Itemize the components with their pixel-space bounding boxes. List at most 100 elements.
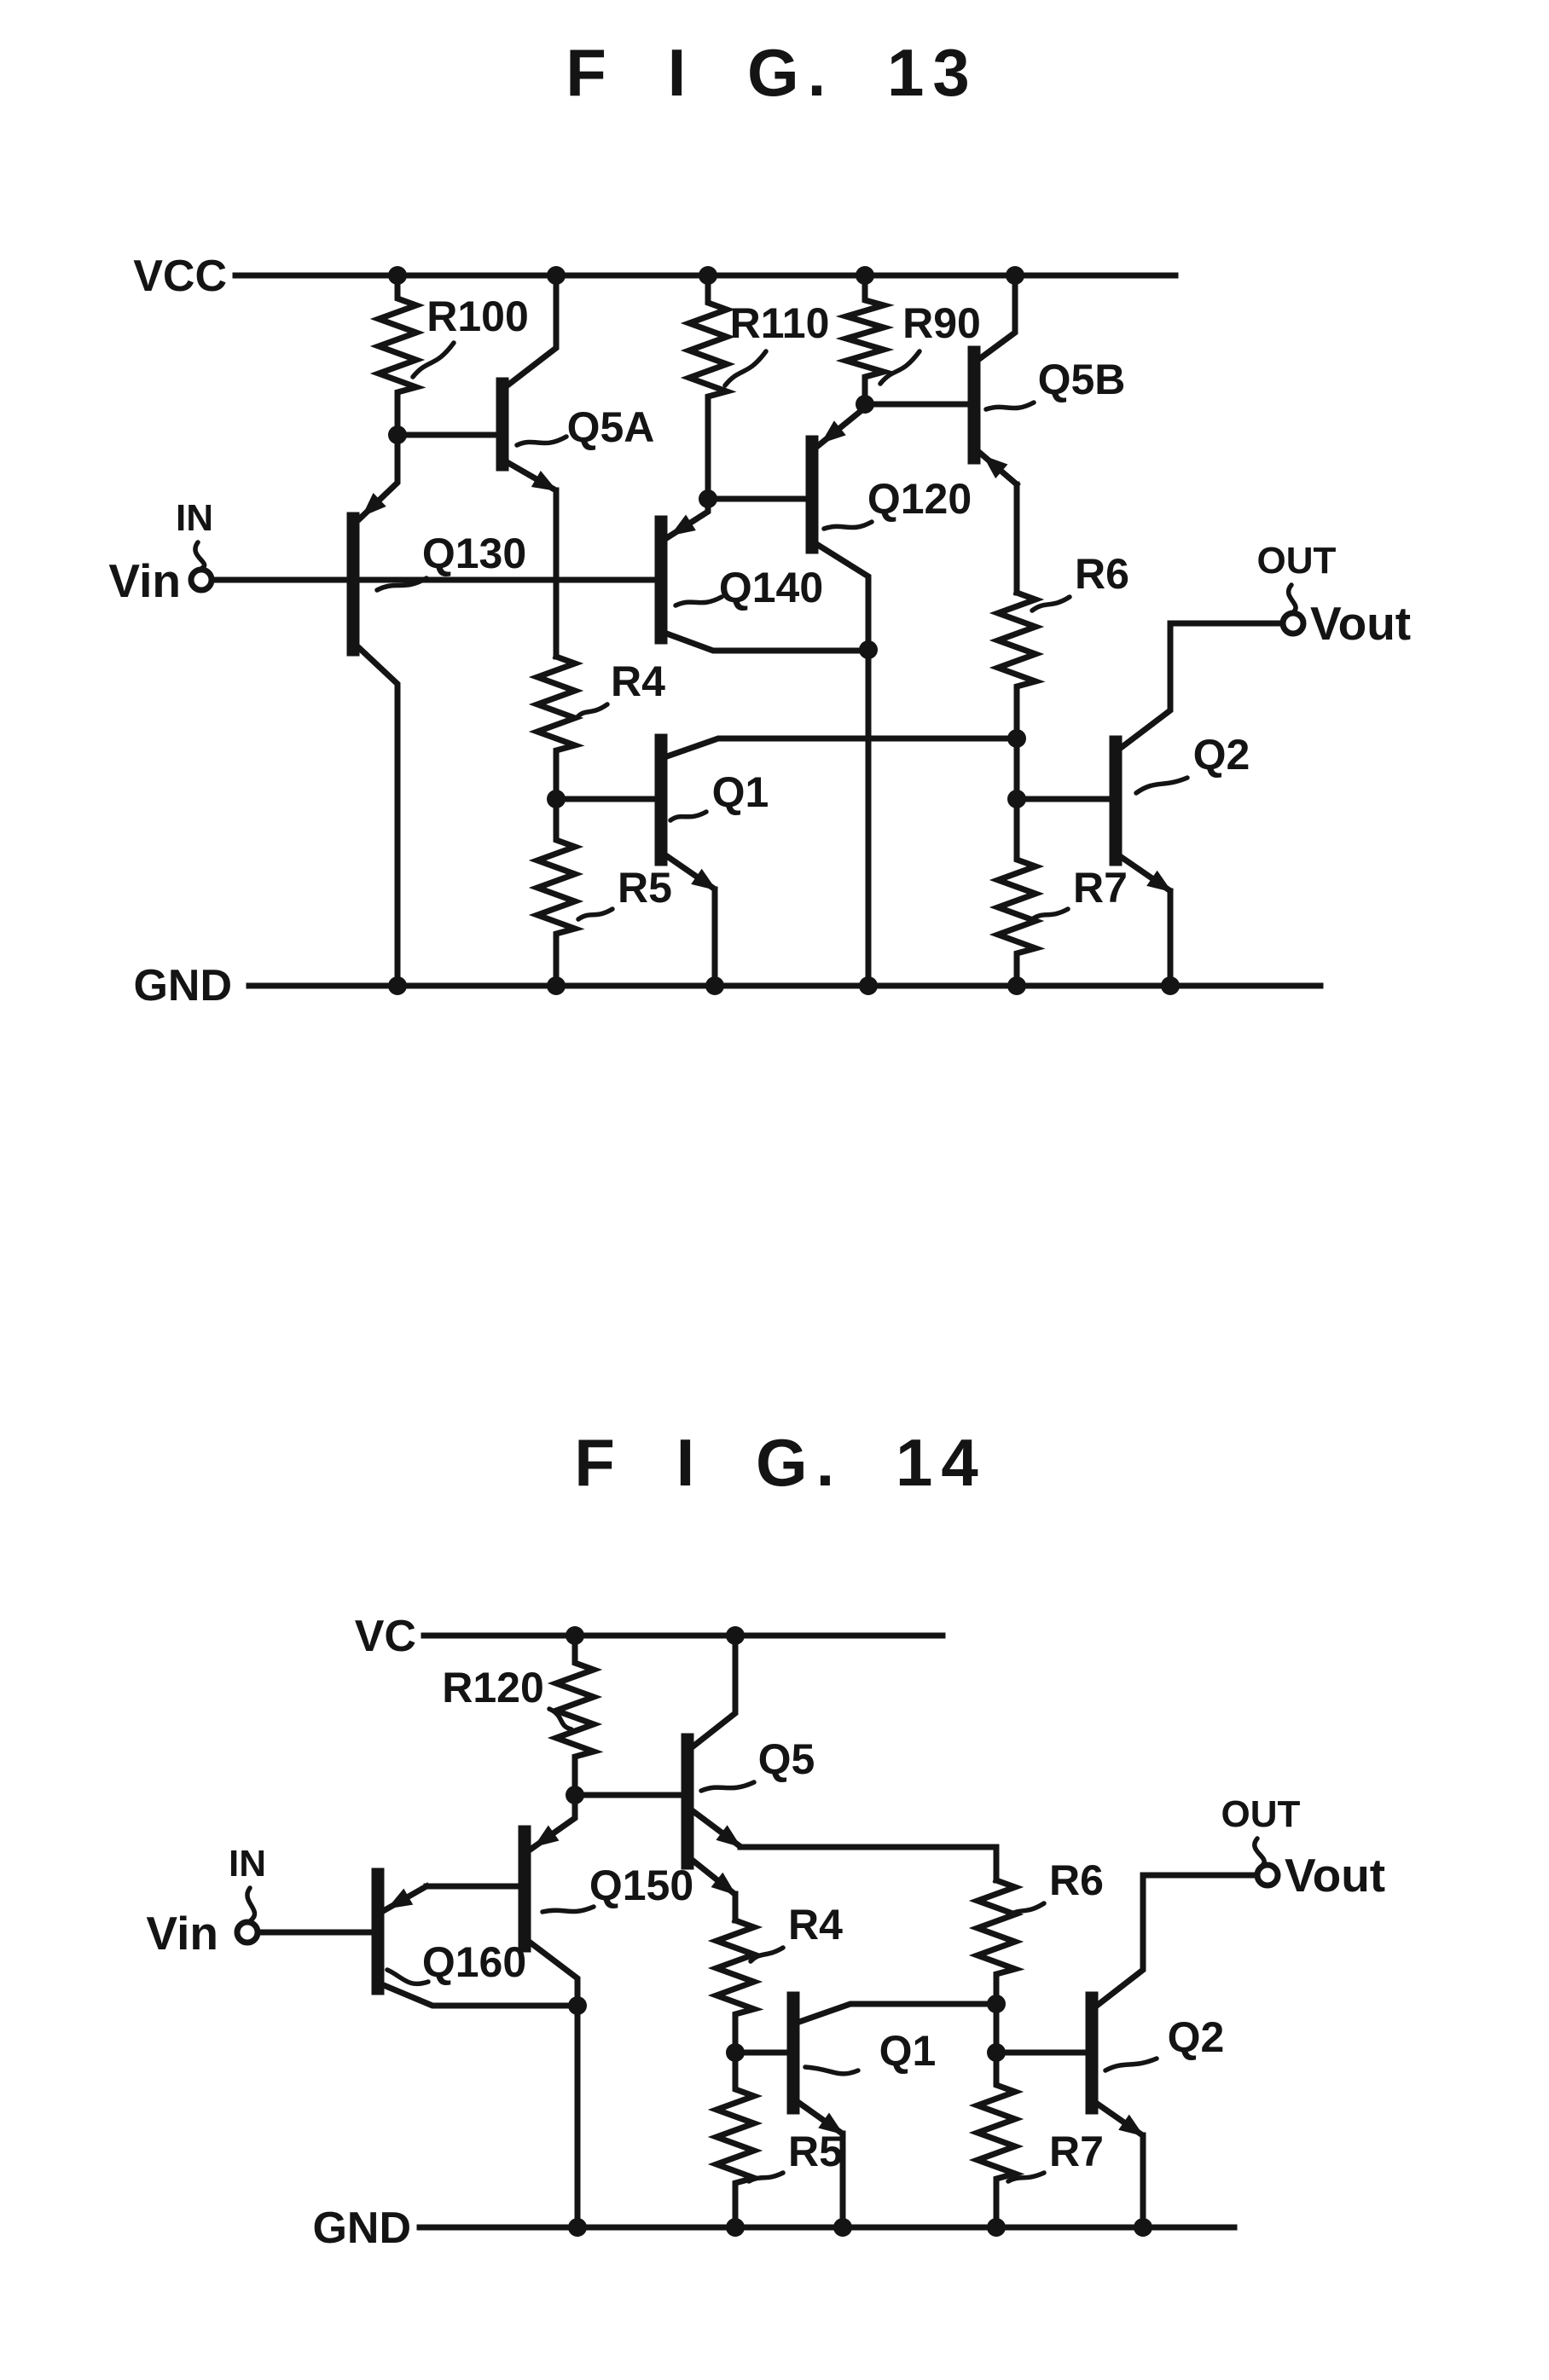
fig13-resistor-r110: R110 xyxy=(680,272,830,502)
fig13-q1-collector-wire xyxy=(660,735,1020,761)
fig13-q5a-leader-squiggle xyxy=(514,434,569,448)
fig13-r4-body xyxy=(528,652,585,802)
fig13-vout-label: Vout xyxy=(1310,597,1411,650)
fig14-q5-emitter1-wire xyxy=(687,1805,743,1850)
fig14-circuit: F I G. 14 VC GND R120 Q5 xyxy=(146,1425,1385,2253)
fig13-q130-leader-squiggle xyxy=(374,576,429,593)
fig13-vin-terminal-circle xyxy=(188,566,215,594)
fig13-q120-label: Q120 xyxy=(867,475,972,523)
fig14-resistor-r6: R6 xyxy=(968,1856,1104,2007)
fig14-title: F I G. 14 xyxy=(574,1425,986,1500)
fig14-q5-label: Q5 xyxy=(758,1735,815,1783)
fig14-q5-emitter1-out-wire xyxy=(737,1844,1000,1884)
fig13-transistor-q1: Q1 xyxy=(553,733,1020,989)
fig14-resistor-r4: R4 xyxy=(707,1901,843,2056)
fig13-q2-emitter-wire xyxy=(1113,850,1174,895)
fig13-r7-leader-squiggle xyxy=(1030,906,1070,922)
fig14-out-leader-squiggle xyxy=(1252,1836,1267,1867)
fig13-r90-label: R90 xyxy=(902,299,981,347)
fig13-circuit: F I G. 13 VCC GND IN Vin R100 R110 xyxy=(108,35,1411,1010)
fig14-q160-emitter-wire xyxy=(380,1882,431,1914)
fig13-r5-leader-squiggle xyxy=(576,906,615,922)
fig13-q120-leader-squiggle xyxy=(821,519,874,531)
fig14-vin-terminal-circle xyxy=(234,1919,261,1946)
fig13-transistor-q120: Q120 xyxy=(705,403,972,653)
fig14-transistor-q160: Q160 xyxy=(371,1868,581,2009)
fig13-q130-label: Q130 xyxy=(422,530,526,577)
fig14-transistor-q5: Q5 xyxy=(571,1632,1000,1924)
fig14-r6-label: R6 xyxy=(1049,1856,1104,1904)
fig13-r6-body xyxy=(989,588,1046,742)
fig13-q5b-leader-squiggle xyxy=(983,400,1036,412)
fig14-q160-leader-squiggle xyxy=(385,1967,431,1987)
fig13-q1-emitter-wire xyxy=(660,850,718,893)
fig13-junction-dots xyxy=(388,266,1180,995)
fig14-r120-body xyxy=(547,1632,604,1798)
fig14-q150-label: Q150 xyxy=(589,1862,693,1909)
fig13-transistor-q140: Q140 xyxy=(654,495,872,654)
fig13-transistor-q5b: Q5B xyxy=(862,272,1125,596)
fig14-vout-label: Vout xyxy=(1285,1849,1385,1902)
fig13-q120-collector-wire xyxy=(809,538,872,653)
fig14-q150-collector-wire xyxy=(524,1937,581,2009)
fig13-q5b-emitter-wire xyxy=(977,449,1021,489)
fig14-r6-body xyxy=(968,1876,1025,2007)
fig13-r4-label: R4 xyxy=(611,657,665,705)
fig13-resistor-r5: R5 xyxy=(528,796,672,989)
fig14-r120-label: R120 xyxy=(442,1664,544,1711)
fig13-transistor-q5a: Q5A xyxy=(394,272,654,660)
fig13-r6-label: R6 xyxy=(1075,550,1129,598)
fig14-vc-label: VC xyxy=(355,1612,416,1661)
fig14-q2-emitter-wire xyxy=(1089,2097,1146,2139)
fig13-r100-label: R100 xyxy=(426,292,529,340)
fig13-r100-leader-squiggle xyxy=(410,340,456,379)
fig13-r6-leader-squiggle xyxy=(1030,594,1072,613)
fig13-resistor-r4: R4 xyxy=(528,652,665,802)
fig14-r120-leader-squiggle xyxy=(547,1706,574,1732)
fig14-transistor-q1: Q1 xyxy=(732,1991,1000,2231)
fig14-q1-label: Q1 xyxy=(879,2027,937,2075)
fig13-r7-label: R7 xyxy=(1073,864,1128,912)
fig13-in-tag: IN xyxy=(176,497,213,539)
fig13-vout-terminal-circle xyxy=(1279,610,1307,637)
fig14-in-tag: IN xyxy=(229,1843,266,1885)
fig14-q2-label: Q2 xyxy=(1168,2013,1225,2061)
fig13-q5b-collector-wire xyxy=(972,272,1018,366)
fig13-q140-collector-wire xyxy=(660,628,872,654)
fig13-q1-leader-squiggle xyxy=(668,809,709,823)
fig14-r5-leader-squiggle xyxy=(746,2170,786,2184)
fig14-input-terminal: IN Vin xyxy=(146,1843,381,1960)
fig13-q5a-emitter-wire xyxy=(500,456,559,494)
fig13-resistor-r6: R6 xyxy=(989,550,1129,742)
fig13-q130-collector-wire xyxy=(352,641,401,989)
fig13-output-terminal: OUT Vout xyxy=(1257,540,1412,650)
fig14-r4-label: R4 xyxy=(788,1901,843,1949)
fig13-resistor-r7: R7 xyxy=(989,735,1128,989)
fig13-r110-label: R110 xyxy=(730,299,830,347)
fig13-r5-label: R5 xyxy=(618,864,672,912)
fig14-q5-emitter2-wire xyxy=(687,1855,738,1897)
fig13-r110-leader-squiggle xyxy=(722,349,769,388)
fig14-r5-body xyxy=(707,2049,764,2231)
fig13-resistor-r100: R100 xyxy=(369,272,529,438)
fig14-q1-collector-wire xyxy=(792,2001,1000,2027)
fig14-junction-dots xyxy=(566,1626,1152,2237)
fig14-q5-leader-squiggle xyxy=(699,1780,757,1793)
fig13-input-terminal: IN Vin xyxy=(108,497,664,607)
fig14-q1-leader-squiggle xyxy=(803,2064,861,2076)
fig14-q2-collector-wire xyxy=(1089,1872,1260,2012)
fig13-q140-leader-squiggle xyxy=(673,594,724,608)
fig13-out-tag: OUT xyxy=(1257,540,1337,582)
fig13-q120-emitter-wire xyxy=(815,403,869,449)
fig13-transistor-q130: Q130 xyxy=(346,431,526,989)
fig13-r90-body xyxy=(835,272,895,408)
fig13-vcc-label: VCC xyxy=(133,252,227,301)
fig14-r4-leader-squiggle xyxy=(748,1945,786,1964)
fig14-q160-label: Q160 xyxy=(422,1938,526,1986)
fig13-r100-body xyxy=(369,272,426,438)
fig13-q140-label: Q140 xyxy=(719,564,823,611)
fig14-q150-leader-squiggle xyxy=(540,1904,596,1914)
fig14-resistor-r120: R120 xyxy=(442,1632,604,1798)
